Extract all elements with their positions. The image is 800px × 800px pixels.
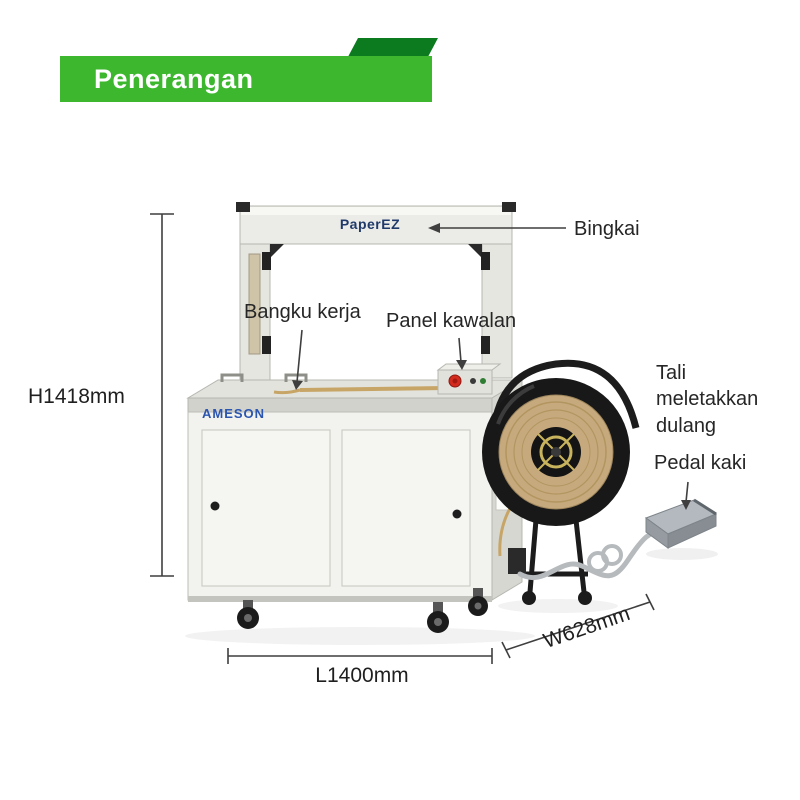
section-banner: Penerangan [60,56,432,102]
brand-logo: AMESON [202,406,266,421]
control-panel [436,363,502,395]
strap-tensioner [508,548,526,574]
dimension-length: L1400mm [315,664,409,687]
pedal-cable [517,529,663,581]
panel-indicator [480,378,486,384]
annotation-strap-tray: Tali meletakkan dulang [656,362,759,437]
door-lock-right [452,509,462,519]
panel-knob [470,378,476,384]
table-handle [284,373,308,382]
table-handle [220,373,244,382]
annotation-foot-pedal: Pedal kaki [654,452,747,474]
annotation-control-panel: Panel kawalan [386,310,517,332]
annotation-frame: Bingkai [574,218,640,240]
casters [237,588,488,633]
door-lock-left [210,501,220,511]
foot-pedal [517,498,718,581]
model-label: PaperEZ [339,216,401,232]
leader-lines [292,223,691,510]
section-title: Penerangan [94,63,254,94]
dimension-height: H1418mm [28,385,125,408]
strap-reel [482,359,640,605]
machine-frame [236,202,516,395]
dimension-lines [150,213,655,664]
annotation-workbench: Bangku kerja [244,301,361,323]
strap-track [299,386,447,392]
